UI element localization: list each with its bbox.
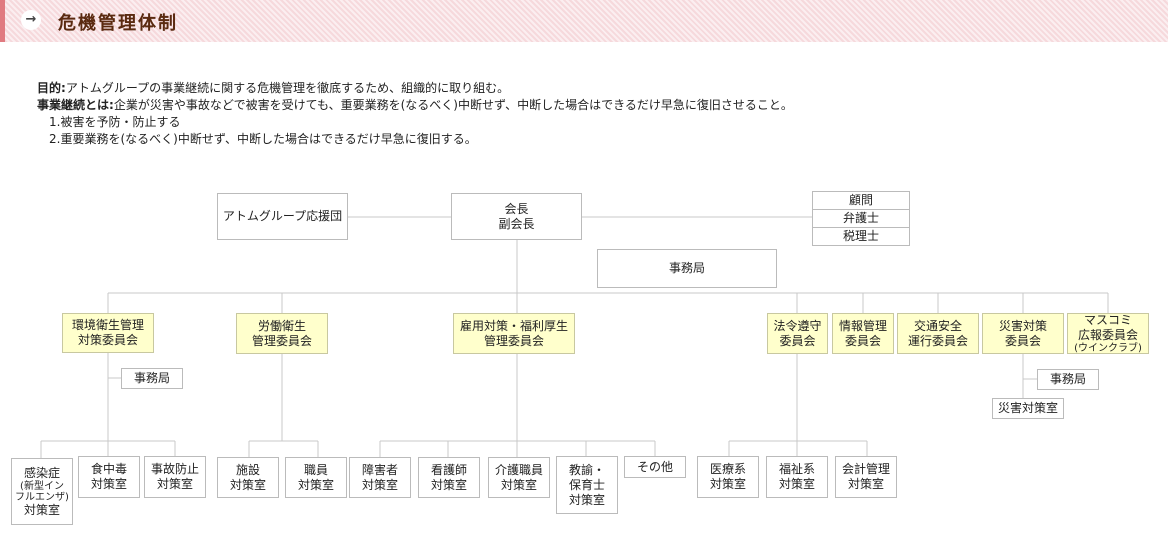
disability-room: 障害者 対策室 <box>349 457 411 498</box>
accident-prevention-room: 事故防止 対策室 <box>144 456 206 498</box>
staff-room: 職員 対策室 <box>285 457 347 498</box>
env-secretariat-box: 事務局 <box>121 368 183 389</box>
media-pr-sub-label: (ウインクラブ) <box>1074 343 1142 354</box>
teacher-childcare-room: 教諭・ 保育士 対策室 <box>556 456 618 514</box>
purpose-text: アトムグループの事業継続に関する危機管理を徹底するため、組織的に取り組む。 <box>65 81 510 95</box>
description: 目的:アトムグループの事業継続に関する危機管理を徹底するため、組織的に取り組む。… <box>37 80 793 148</box>
goal-item-1: 1.被害を予防・防止する <box>49 115 181 129</box>
tax-accountant-box: 税理士 <box>812 227 910 246</box>
infection-label: 感染症 <box>23 465 60 480</box>
env-hygiene-committee: 環境衛生管理 対策委員会 <box>62 313 154 353</box>
bc-label: 事業継続とは: <box>37 98 114 112</box>
secretariat-box: 事務局 <box>597 249 777 288</box>
bc-text: 企業が災害や事故などで被害を受けても、重要業務を(なるべく)中断せず、中断した場… <box>113 98 793 112</box>
nurse-room: 看護師 対策室 <box>418 457 480 498</box>
section-header: → 危機管理体制 <box>0 0 1168 42</box>
info-management-committee: 情報管理 委員会 <box>832 313 894 354</box>
infection-control-room: 感染症 (新型イン フルエンザ) 対策室 <box>11 458 73 525</box>
media-pr-committee: マスコミ 広報委員会 (ウインクラブ) <box>1067 313 1149 354</box>
goal-item-2: 2.重要業務を(なるべく)中断せず、中断した場合はできるだけ早急に復旧する。 <box>49 132 477 146</box>
purpose-line: 目的:アトムグループの事業継続に関する危機管理を徹底するため、組織的に取り組む。 <box>37 80 793 97</box>
lawyer-box: 弁護士 <box>812 209 910 228</box>
welfare-room: 福祉系 対策室 <box>766 456 828 498</box>
advisor-box: 顧問 <box>812 191 910 210</box>
purpose-label: 目的: <box>37 81 66 95</box>
media-pr-label: マスコミ 広報委員会 <box>1077 313 1138 342</box>
care-staff-room: 介護職員 対策室 <box>488 457 550 498</box>
accounting-room: 会計管理 対策室 <box>835 456 897 498</box>
chair-box: 会長 副会長 <box>451 193 582 240</box>
support-group-box: アトムグループ応援団 <box>217 193 348 240</box>
disaster-committee: 災害対策 委員会 <box>982 313 1064 354</box>
traffic-safety-committee: 交通安全 運行委員会 <box>897 313 979 354</box>
infection-room-label: 対策室 <box>23 502 60 517</box>
disaster-office-box: 災害対策室 <box>992 398 1064 419</box>
right-arrow-icon: → <box>21 10 41 30</box>
page-title: 危機管理体制 <box>58 13 178 34</box>
facility-room: 施設 対策室 <box>217 457 279 498</box>
food-poisoning-room: 食中毒 対策室 <box>78 456 140 498</box>
bc-line: 事業継続とは:企業が災害や事故などで被害を受けても、重要業務を(なるべく)中断せ… <box>37 97 793 114</box>
employment-welfare-committee: 雇用対策・福利厚生 管理委員会 <box>453 313 575 354</box>
compliance-committee: 法令遵守 委員会 <box>767 313 828 354</box>
medical-room: 医療系 対策室 <box>697 456 759 498</box>
disaster-secretariat-box: 事務局 <box>1037 369 1099 390</box>
labor-hygiene-committee: 労働衛生 管理委員会 <box>236 313 328 354</box>
other-room: その他 <box>624 456 686 478</box>
flu-label: (新型イン フルエンザ) <box>15 480 69 503</box>
